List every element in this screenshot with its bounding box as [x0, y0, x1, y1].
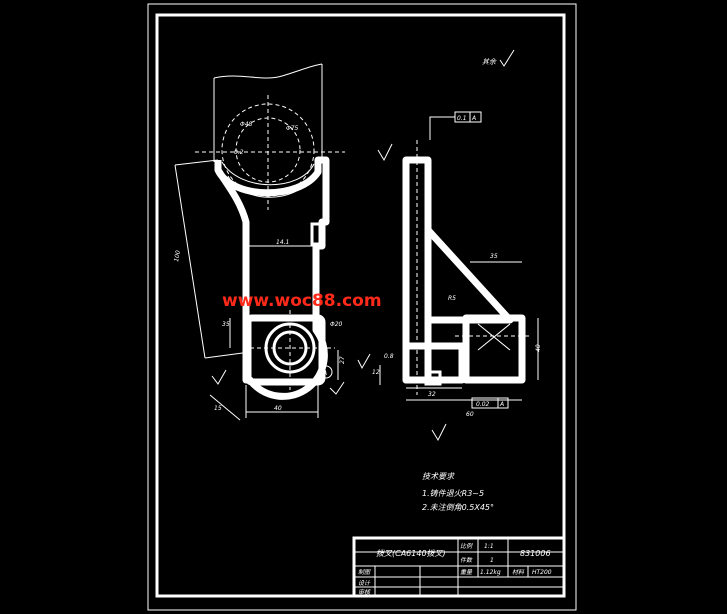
- notes-title: 技术要求: [422, 472, 455, 481]
- side-view: 0.1 A 35 40 32 60 12 0.8 R5 0.02 A: [372, 111, 542, 442]
- tb-part-name: 拨叉(CA6140拨叉): [376, 549, 446, 558]
- dim-line-angle: [209, 394, 241, 421]
- slot: [310, 222, 322, 246]
- watermark: www.woc88.com: [222, 291, 382, 311]
- datum-label: A: [322, 370, 327, 377]
- dim-line-100: [174, 164, 206, 359]
- tb-ratio-value: 1:1: [484, 543, 494, 550]
- dim-0-2: 0.2: [234, 149, 244, 156]
- roughness-check-icon: [499, 49, 515, 67]
- dim-35: 35: [222, 321, 230, 328]
- dim-40: 40: [274, 405, 282, 412]
- dim-100: 100: [173, 250, 182, 263]
- dim-phi20: Φ20: [330, 321, 343, 328]
- top-tolerance-leader: [429, 116, 455, 140]
- title-block: 拨叉(CA6140拨叉) 比例 1:1 件数 1 831006 重量 1.12k…: [352, 536, 566, 598]
- tb-row-check: 审核: [358, 588, 371, 596]
- tb-weight-label: 重量: [460, 569, 473, 576]
- roughness-mark-2: [329, 381, 345, 395]
- tb-material-value: HT200: [532, 569, 552, 576]
- roughness-note: 其余: [482, 49, 515, 67]
- roughness-label: 其余: [482, 58, 497, 66]
- side-dim-12: 12: [372, 369, 380, 376]
- fork-inner-arc: [221, 161, 315, 186]
- roughness-mark-3: [357, 353, 371, 370]
- top-tolerance-datum: A: [471, 115, 476, 122]
- tb-row-design: 设计: [358, 579, 371, 587]
- break-line-top: [213, 63, 323, 79]
- tb-qty-label: 件数: [460, 556, 473, 564]
- boss-outline: [244, 314, 326, 386]
- side-roughness-1: [377, 143, 393, 162]
- side-base-notch: [424, 370, 442, 386]
- side-boss: [462, 314, 526, 384]
- tb-material-label: 材料: [512, 568, 525, 576]
- side-roughness-2: [431, 423, 447, 442]
- datum-circle: [319, 365, 333, 379]
- tb-weight-value: 1.12kg: [480, 569, 501, 576]
- bottom-tolerance-datum: A: [499, 401, 504, 408]
- tb-drawing-no: 831006: [520, 549, 551, 558]
- side-dim-32: 32: [428, 391, 436, 398]
- front-view: Φ48 Φ75 0.2 100 14.1 35 Φ20 40 15 27 A: [173, 63, 371, 421]
- dim-15: 15: [214, 405, 222, 412]
- dim-phi75: Φ75: [286, 125, 299, 132]
- tb-ratio-label: 比例: [460, 542, 473, 550]
- title-block-frame: [352, 536, 566, 598]
- dim-phi48: Φ48: [240, 121, 253, 128]
- top-tolerance-value: 0.1: [457, 115, 467, 122]
- technical-notes: 技术要求 1.铸件退火R3~5 2.未注倒角0.5X45°: [422, 472, 494, 512]
- side-dim-phi40: 40: [535, 344, 542, 352]
- roughness-mark-1: [211, 369, 227, 385]
- dim-ext-top: [174, 159, 219, 166]
- side-rib: [424, 226, 514, 324]
- bottom-tolerance-frame: [471, 397, 509, 409]
- outer-frame: [147, 3, 577, 611]
- side-dim-0-8: 0.8: [384, 353, 394, 360]
- tb-qty-value: 1: [490, 557, 494, 564]
- tb-row-draw: 制图: [358, 568, 371, 576]
- dim-27: 27: [339, 356, 346, 364]
- side-boss-cross: [477, 323, 511, 351]
- notes-line-1: 1.铸件退火R3~5: [422, 489, 484, 498]
- fork-inner-arc-2: [227, 175, 311, 198]
- dim-14-1: 14.1: [276, 239, 289, 246]
- bottom-tolerance-value: 0.02: [476, 401, 490, 408]
- side-dim-R5: R5: [448, 295, 456, 302]
- notes-line-2: 2.未注倒角0.5X45°: [422, 503, 494, 512]
- side-base: [402, 342, 466, 384]
- dim-ext-bottom: [204, 351, 251, 359]
- side-dim-60-text: 60: [466, 411, 474, 418]
- side-dim-35: 35: [490, 253, 498, 260]
